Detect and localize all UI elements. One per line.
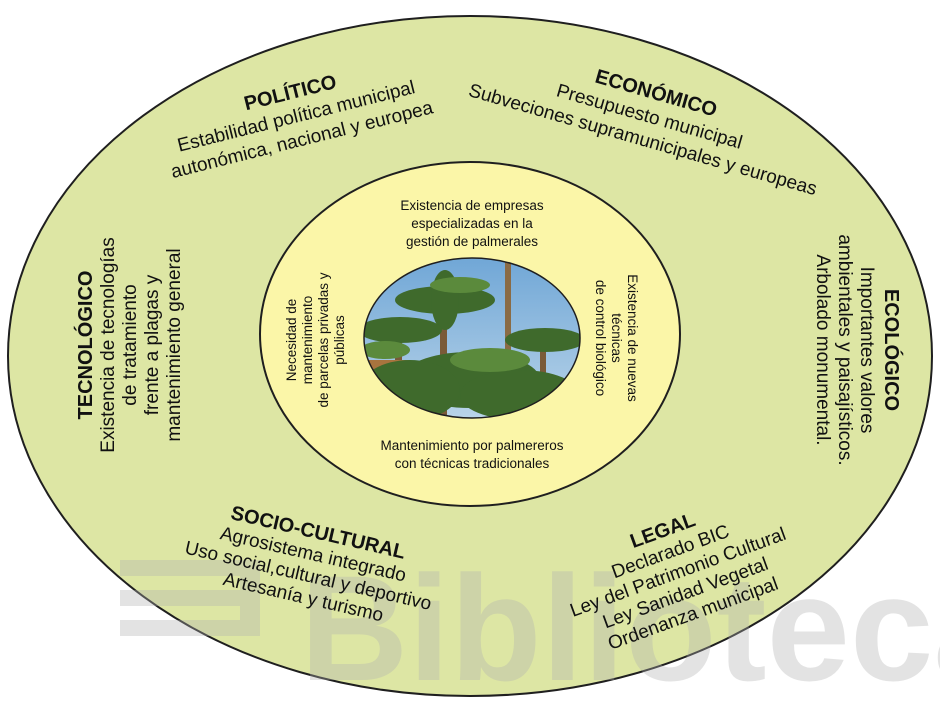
inner-bottom-line-2: con técnicas tradicionales (395, 456, 550, 471)
inner-right-line-1: Existencia de nuevas (625, 274, 640, 402)
inner-bottom-block: Mantenimiento por palmereros con técnica… (380, 438, 563, 471)
inner-right-line-3: de control biológico (593, 280, 608, 396)
ecologico-block: ECOLÓGICO Importantes valores ambientale… (812, 234, 904, 465)
watermark-text: Biblioteca (300, 544, 940, 705)
ecologico-line-3: Arbolado monumental. (812, 254, 833, 445)
inner-top-line-1: Existencia de empresas (400, 198, 544, 213)
inner-left-line-4: públicas (332, 315, 347, 365)
inner-left-line-1: Necesidad de (284, 299, 299, 382)
inner-left-line-2: mantenimiento (300, 296, 315, 385)
inner-left-line-3: de parcelas privadas y (316, 272, 331, 407)
palm-photo-frame (363, 257, 581, 419)
inner-top-line-2: especializadas en la (411, 216, 533, 231)
inner-right-block: Existencia de nuevas técnicas de control… (593, 274, 640, 402)
ecologico-title: ECOLÓGICO (880, 289, 904, 411)
watermark-logo (120, 560, 260, 636)
tecnologico-line-2: de tratamiento (120, 284, 141, 405)
inner-bottom-line-1: Mantenimiento por palmereros (380, 438, 563, 453)
tecnologico-line-4: mantenimiento general (164, 248, 185, 441)
inner-right-line-2: técnicas (609, 313, 624, 363)
tecnologico-title: TECNOLÓGICO (73, 271, 97, 420)
tecnologico-line-1: Existencia de tecnologías (98, 237, 119, 452)
inner-top-line-3: gestión de palmerales (406, 234, 538, 249)
tecnologico-block: TECNOLÓGICO Existencia de tecnologías de… (73, 237, 185, 452)
watermark: Biblioteca (120, 544, 940, 705)
inner-left-block: Necesidad de mantenimiento de parcelas p… (284, 272, 347, 407)
ecologico-line-2: ambientales y paisajísticos. (834, 234, 855, 465)
inner-top-block: Existencia de empresas especializadas en… (400, 198, 544, 249)
tecnologico-line-3: frente a plagas y (142, 274, 163, 415)
ecologico-line-1: Importantes valores (856, 267, 877, 434)
